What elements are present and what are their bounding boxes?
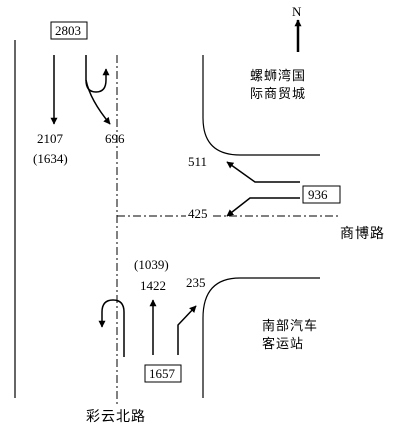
south-entry-volume: 1657: [149, 366, 176, 381]
east-right-arrow: [226, 161, 300, 183]
south-uturn-arrow: [98, 299, 125, 357]
east-entry-box: [302, 185, 341, 204]
north-uturn-arrow: [85, 55, 110, 93]
place-top-right-line1: 螺蛳湾国: [250, 68, 306, 84]
southeast-curb: [202, 277, 320, 398]
south-straight-main: 1422: [140, 278, 166, 293]
north-straight-paren: (1634): [33, 151, 68, 166]
place-bottom-right-line2: 客运站: [262, 336, 304, 352]
north-entry-volume: 2803: [55, 23, 81, 38]
east-entry-volume: 936: [308, 187, 328, 202]
north-right-volume: 696: [105, 131, 125, 146]
north-straight-main: 2107: [37, 131, 64, 146]
east-left-arrow: [226, 197, 300, 217]
place-top-right-line2: 际商贸城: [250, 87, 306, 102]
east-right-volume: 511: [188, 154, 207, 169]
south-straight-paren: (1039): [134, 257, 169, 272]
north-right-arrow: [85, 79, 111, 125]
south-road-name: 彩云北路: [86, 409, 146, 425]
east-road-name: 商博路: [340, 225, 385, 242]
east-left-volume: 425: [188, 206, 208, 221]
south-right-volume: 235: [186, 275, 206, 290]
east-left-label-bg: [186, 206, 212, 221]
northeast-curb: [202, 55, 320, 156]
south-right-arrow: [177, 305, 197, 355]
south-entry-box: [144, 364, 182, 383]
place-bottom-right-line1: 南部汽车: [262, 318, 318, 334]
north-entry-box: [50, 21, 88, 40]
north-label: N: [292, 4, 302, 19]
